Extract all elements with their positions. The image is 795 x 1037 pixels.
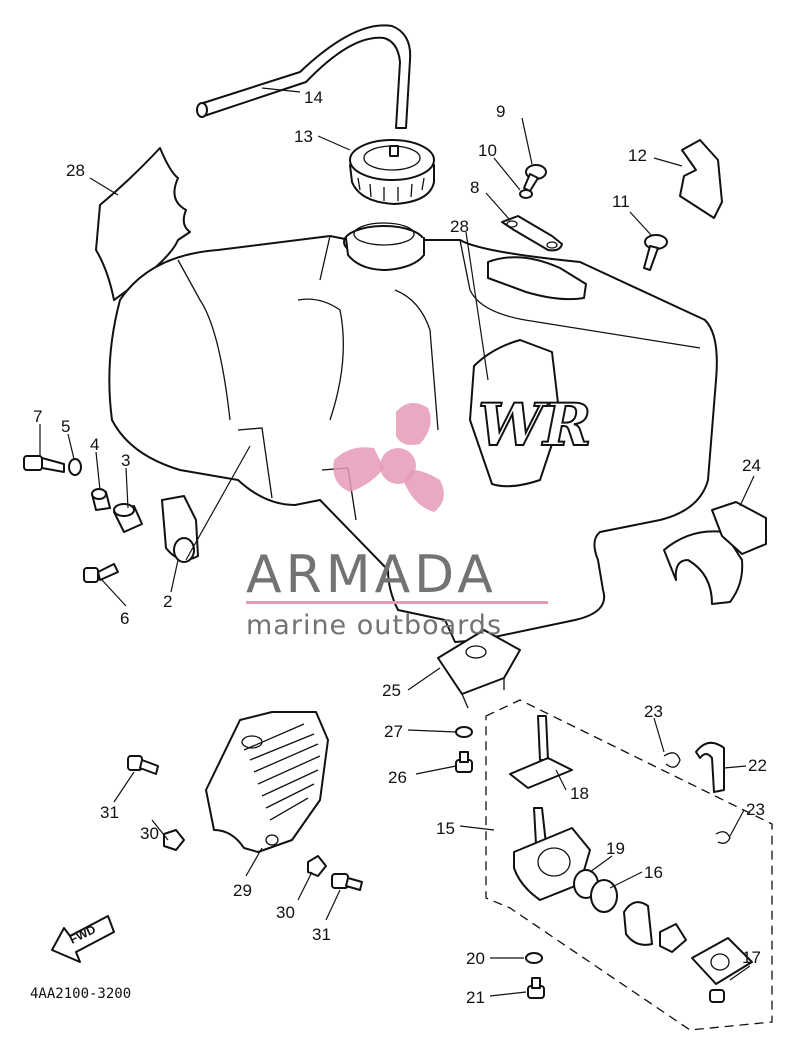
bolt-6-part	[83, 563, 119, 583]
watermark-underline	[246, 601, 548, 604]
callout-24: 24	[742, 456, 761, 475]
strainer-18-part	[509, 757, 573, 789]
bolt-26-part	[455, 751, 473, 773]
callout-labels: 2 3 4 5 6 7 8 9 10 11 12 13 14 15 16 17 …	[33, 88, 767, 1007]
damper-3-part	[113, 503, 143, 533]
callout-30-left: 30	[140, 824, 159, 843]
callout-28-left: 28	[66, 161, 85, 180]
callout-30-right: 30	[276, 903, 295, 922]
callout-18: 18	[570, 784, 589, 803]
o-ring-16-part	[590, 879, 618, 913]
lever-part	[623, 901, 687, 953]
leader-lines	[39, 87, 755, 997]
bolt-31a-part	[127, 755, 159, 775]
collar-4-part	[91, 488, 111, 511]
callout-23-upper: 23	[644, 702, 663, 721]
callout-10: 10	[478, 141, 497, 160]
fuel-cock-assembly-outline	[485, 699, 773, 1031]
bolt-7-part	[23, 455, 65, 473]
bracket-2-part	[161, 495, 199, 563]
callout-31-left: 31	[100, 803, 119, 822]
callout-20: 20	[466, 949, 485, 968]
callout-15: 15	[436, 819, 455, 838]
callout-14: 14	[304, 88, 323, 107]
hose-clip-23a-part	[663, 752, 681, 768]
callout-31-right: 31	[312, 925, 331, 944]
fuel-cock-15-part	[513, 715, 591, 901]
washer-20-part	[525, 952, 543, 964]
forward-direction-arrow: FWD	[51, 915, 115, 963]
callout-11: 11	[612, 192, 630, 211]
callout-9: 9	[496, 102, 505, 121]
callout-26: 26	[388, 768, 407, 787]
armada-watermark: ARMADA marine outboards	[246, 402, 548, 641]
bolt-11-part	[643, 234, 668, 271]
plate-17-part	[691, 937, 753, 1003]
callout-6: 6	[120, 609, 129, 628]
tank-logo-text: WR	[478, 391, 591, 459]
fuel-cap-part	[349, 139, 435, 205]
callout-27: 27	[384, 722, 403, 741]
callout-17: 17	[742, 948, 761, 967]
hose-clip-23b-part	[715, 831, 731, 844]
drawing-code: 4AA2100-3200	[30, 986, 131, 1002]
callout-13: 13	[294, 127, 313, 146]
callout-5: 5	[61, 417, 70, 436]
callout-4: 4	[90, 435, 99, 454]
bracket-25-part	[437, 629, 521, 709]
fuel-hose-22-part	[695, 741, 725, 793]
washer-10-part	[519, 189, 533, 199]
callout-22: 22	[748, 756, 767, 775]
callout-29: 29	[233, 881, 252, 900]
washer-5-part	[68, 458, 82, 476]
watermark-brand: ARMADA	[246, 545, 497, 605]
callout-21: 21	[466, 988, 485, 1007]
callout-7: 7	[33, 407, 42, 426]
watermark-tagline: marine outboards	[246, 610, 502, 641]
bolt-31b-part	[331, 873, 363, 891]
callout-3: 3	[121, 451, 130, 470]
breather-hose-part	[196, 24, 412, 129]
callout-25: 25	[382, 681, 401, 700]
callout-2: 2	[163, 592, 172, 611]
tank-sticker-left-part	[95, 147, 191, 301]
tank-logo-sticker-part: WR	[469, 339, 592, 488]
nut-30a-part	[163, 829, 185, 851]
callout-28-logo: 28	[450, 217, 469, 236]
tank-protector-29-part	[205, 711, 329, 853]
propeller-logo-icon	[333, 402, 444, 512]
callout-23-lower: 23	[746, 800, 765, 819]
bolt-21-part	[527, 977, 545, 999]
callout-16: 16	[644, 863, 663, 882]
clip-12-part	[679, 139, 723, 219]
nut-30b-part	[307, 855, 327, 877]
callout-8: 8	[470, 178, 479, 197]
callout-12: 12	[628, 146, 647, 165]
callout-19: 19	[606, 839, 625, 858]
bolt-9-part	[523, 164, 547, 192]
cushion-24-part	[663, 501, 767, 605]
washer-27-part	[455, 726, 473, 738]
bracket-8-part	[501, 215, 563, 252]
